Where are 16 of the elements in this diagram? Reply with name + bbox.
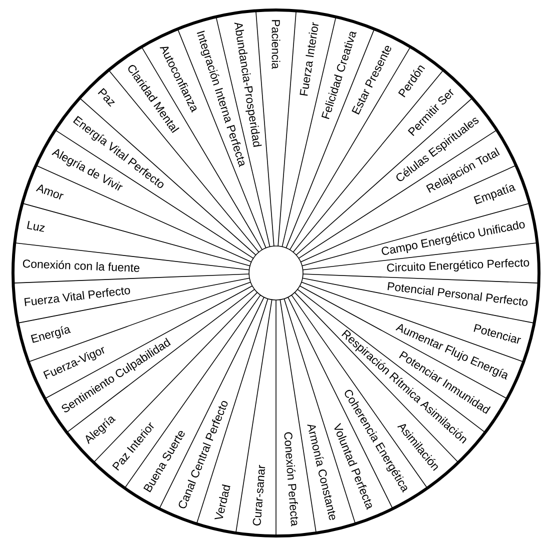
- sector-label: Circuito Energético Perfecto: [387, 258, 530, 272]
- sector-label: Paciencia: [272, 20, 280, 70]
- sector-label: Conexión Perfecta: [284, 432, 298, 526]
- sector-label: Fuerza Interior: [300, 22, 318, 96]
- sector-label: Verdad: [214, 484, 230, 520]
- sector-label: Campo Energético Unificado: [382, 220, 525, 255]
- sector-label: Fuerza Vital Perfecto: [24, 287, 130, 306]
- sector-label: Armonía Constante: [307, 424, 336, 520]
- sector-label: Curar-sanar: [252, 464, 266, 526]
- sector-label: Energía: [30, 326, 71, 343]
- sector-label: Paz: [98, 88, 115, 107]
- sector-label: Potenciar: [474, 324, 522, 344]
- sector-label: Potencial Personal Perfecto: [388, 282, 528, 306]
- sector-label: Luz: [27, 220, 45, 232]
- sector-label: Amor: [36, 184, 64, 200]
- sector-label: Conexión con la fuente: [22, 260, 140, 272]
